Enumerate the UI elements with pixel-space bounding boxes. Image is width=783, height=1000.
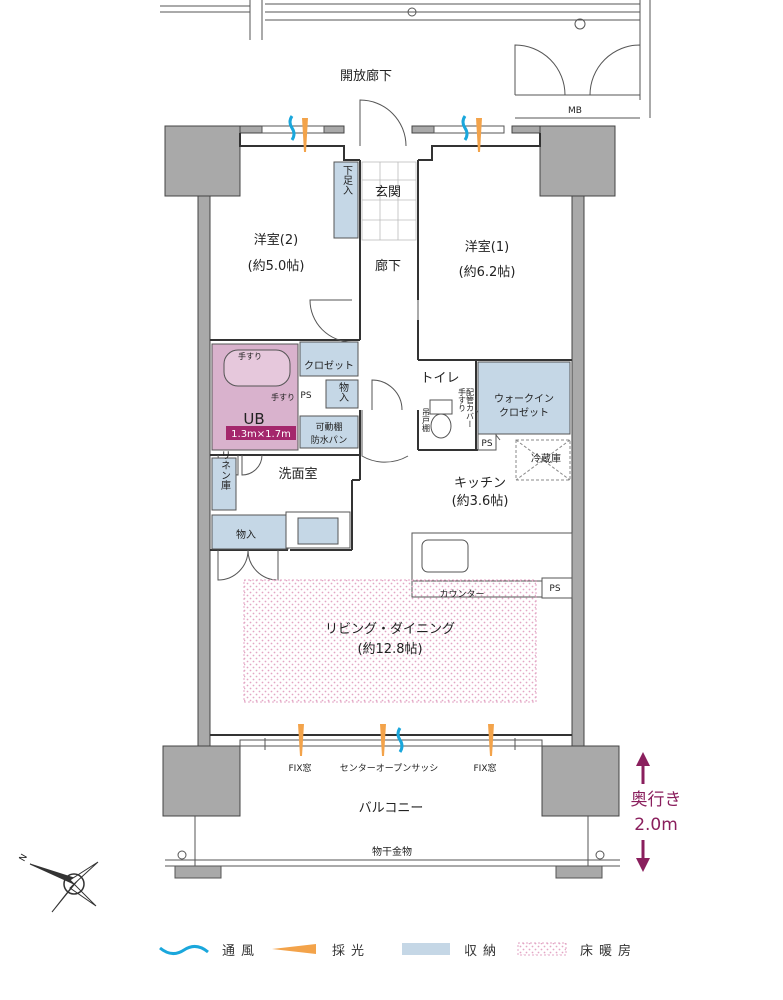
walkin-closet-area — [477, 361, 571, 435]
depth-label: 奥行き — [631, 790, 682, 810]
ub-label: UB — [243, 410, 264, 428]
legend-label: 収納 — [464, 944, 503, 959]
legend-label: 通風 — [222, 944, 261, 959]
small-storage-label: 物入 — [337, 381, 349, 402]
fridge — [515, 439, 571, 481]
storage-label: 物入 — [236, 528, 256, 541]
entrance-label: 玄関 — [375, 185, 401, 200]
legend-label: 床暖房 — [580, 944, 638, 959]
compass-icon — [29, 861, 99, 913]
depth-value: 2.0m — [634, 815, 678, 835]
north-label: N — [18, 853, 30, 864]
bathroom — [211, 343, 299, 451]
western2-name: 洋室(2) — [254, 232, 298, 248]
hallway-label: 廊下 — [375, 258, 401, 274]
entrance-tiles — [361, 161, 417, 241]
fix-window-left-label: FIX窓 — [289, 762, 312, 774]
exterior-walls — [162, 125, 620, 817]
ps-label-bath: PS — [300, 391, 311, 401]
ventilation-marks — [288, 115, 469, 753]
shoe-storage — [333, 161, 359, 239]
interior-walls — [210, 133, 572, 736]
balcony-label: バルコニー — [359, 801, 424, 816]
walkin-closet-label-2: クロゼット — [499, 407, 549, 419]
walkin-closet-label-1: ウォークイン — [494, 393, 554, 405]
handrail-label-side: 手すり — [271, 392, 295, 402]
toilet-label: トイレ — [420, 371, 459, 386]
legend: 通風 採光 収納 床暖房 — [0, 932, 783, 972]
western2-size: (約5.0帖) — [248, 259, 305, 274]
mb-label: MB — [568, 106, 582, 116]
ps-label-toilet: PS — [481, 439, 492, 449]
floor-heating-swatch — [517, 942, 567, 956]
waterproof-pan-label: 防水パン — [311, 434, 347, 446]
ps-label-kitchen: PS — [549, 584, 560, 594]
closet-area — [299, 341, 359, 377]
small-storage-area — [325, 379, 359, 409]
ub-size-label: 1.3m×1.7m — [231, 429, 291, 440]
daylight-marks — [298, 118, 494, 756]
western1-size: (約6.2帖) — [459, 265, 516, 280]
handrail-vertical-label: 手すり — [458, 387, 467, 412]
fridge-label: 冷蔵庫 — [531, 452, 561, 465]
outside-railing — [160, 0, 651, 118]
legend-label: 採光 — [332, 944, 371, 959]
balcony-sash — [239, 738, 543, 750]
kitchen-name: キッチン — [454, 476, 506, 491]
floor-heating-area — [243, 579, 537, 703]
depth-arrow — [636, 752, 650, 872]
movable-shelf-label: 可動棚 — [315, 421, 342, 433]
kitchen-size: (約3.6帖) — [452, 494, 509, 509]
center-sash-label: センターオープンサッシ — [340, 763, 438, 774]
linen-label: リネン庫 — [219, 450, 231, 491]
storage-swatch — [402, 943, 450, 955]
balcony-rail — [165, 816, 620, 879]
counter-label: カウンター — [439, 589, 484, 600]
storage-areas — [211, 161, 571, 550]
living-size: (約12.8帖) — [357, 642, 422, 657]
handrail-label-top: 手すり — [238, 351, 262, 361]
plan-labels: 開放廊下 MB 玄関 下足入 洋室(2) (約5.0帖) 洋室(1) (約6.2… — [18, 68, 682, 864]
living-name: リビング・ダイニング — [325, 622, 455, 637]
wave-icon — [159, 945, 209, 955]
light-icon — [272, 944, 316, 954]
shoe-storage-label: 下足入 — [341, 165, 353, 195]
closet-label: クロゼット — [304, 360, 354, 372]
western1-name: 洋室(1) — [465, 239, 509, 255]
toilet-fixture — [429, 399, 497, 451]
pipe-cover-label: 配管カバー — [466, 388, 475, 428]
corridor-outside-label: 開放廊下 — [340, 68, 392, 84]
linen-area — [211, 457, 237, 511]
fix-window-right-label: FIX窓 — [474, 762, 497, 774]
washroom-label: 洗面室 — [278, 466, 317, 482]
hanging-cabinet-label: 吊戸棚 — [422, 408, 431, 433]
movable-shelf-area — [299, 415, 359, 449]
drying-rack-label: 物干金物 — [372, 845, 412, 858]
mb-doors — [514, 44, 641, 119]
